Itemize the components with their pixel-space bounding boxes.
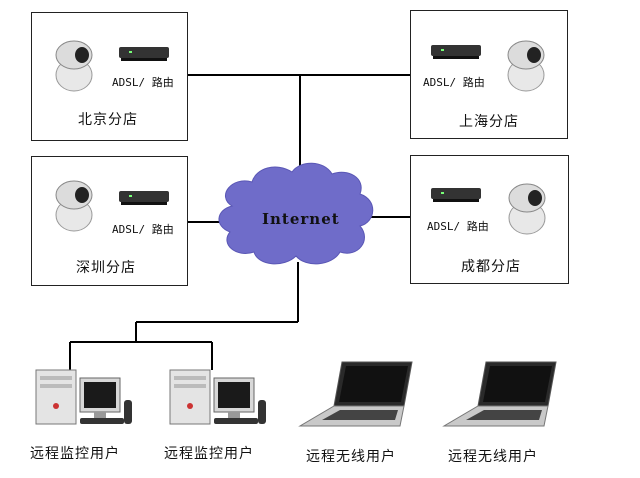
camera-icon bbox=[508, 183, 546, 235]
branch-label-shenzhen: 深圳分店 bbox=[76, 260, 136, 276]
branch-shanghai: ADSL/ 路由 上海分店 bbox=[410, 10, 568, 139]
router-icon bbox=[431, 188, 481, 202]
user-label-monitor-2: 远程监控用户 bbox=[164, 446, 254, 462]
branch-beijing: ADSL/ 路由 北京分店 bbox=[31, 12, 188, 141]
branch-shenzhen: ADSL/ 路由 深圳分店 bbox=[31, 156, 188, 286]
router-icon bbox=[119, 47, 169, 61]
branch-label-chengdu: 成都分店 bbox=[461, 259, 521, 275]
router-icon bbox=[119, 191, 169, 205]
branch-label-shanghai: 上海分店 bbox=[459, 114, 519, 130]
router-icon bbox=[431, 45, 481, 59]
internet-label: Internet bbox=[262, 210, 340, 228]
camera-icon bbox=[507, 40, 545, 92]
router-label: ADSL/ 路由 bbox=[112, 223, 174, 236]
router-label: ADSL/ 路由 bbox=[423, 76, 485, 89]
camera-icon bbox=[55, 40, 93, 92]
router-label: ADSL/ 路由 bbox=[112, 76, 174, 89]
user-label-wireless-2: 远程无线用户 bbox=[448, 449, 538, 465]
camera-icon bbox=[55, 180, 93, 232]
user-label-wireless-1: 远程无线用户 bbox=[306, 449, 396, 465]
branch-chengdu: ADSL/ 路由 成都分店 bbox=[410, 155, 569, 284]
branch-label-beijing: 北京分店 bbox=[78, 112, 138, 128]
user-label-monitor-1: 远程监控用户 bbox=[30, 446, 120, 462]
router-label: ADSL/ 路由 bbox=[427, 220, 489, 233]
